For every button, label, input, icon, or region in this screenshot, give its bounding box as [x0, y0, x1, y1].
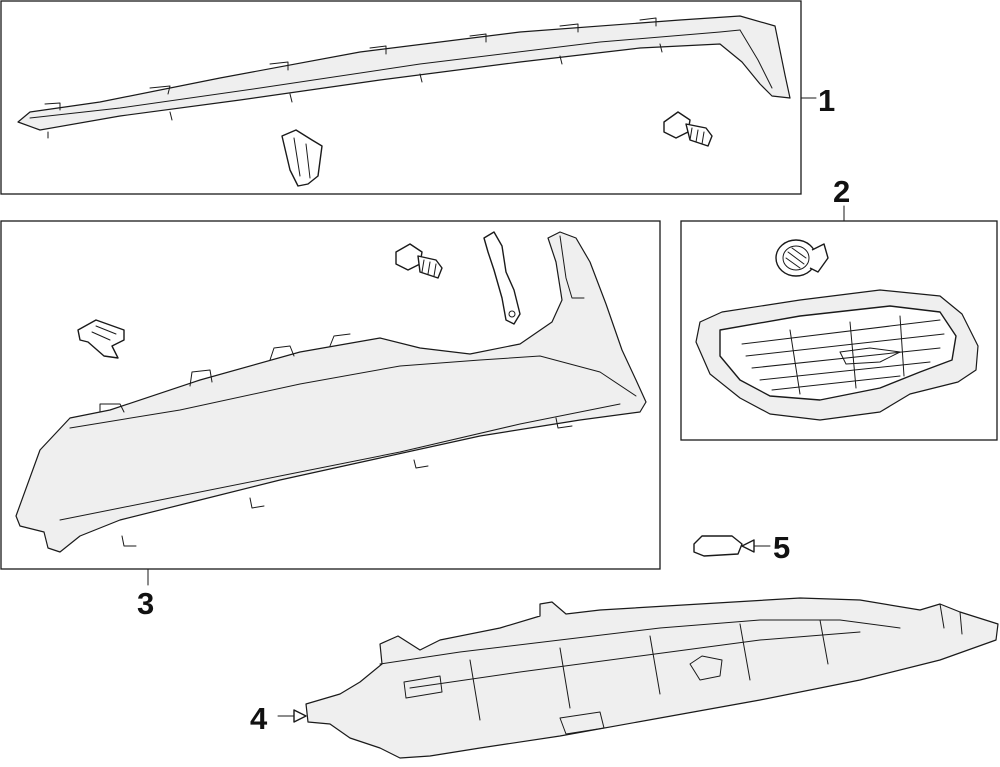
part-2-air-vent	[695, 289, 979, 421]
part-3-screw	[395, 243, 443, 279]
callout-3-label: 3	[137, 586, 154, 621]
part-1-screw	[663, 111, 713, 147]
part-3-clip	[77, 319, 125, 359]
callout-5-label: 5	[773, 530, 790, 565]
callout-1-label: 1	[818, 83, 835, 118]
part-2-group-box	[680, 220, 998, 441]
part-3-group-box	[0, 220, 661, 570]
part-3-bracket	[483, 231, 521, 325]
callout-2-label: 2	[833, 174, 850, 209]
callout-4-label: 4	[250, 701, 268, 736]
callout-4-arrow	[293, 709, 307, 723]
part-3-lower-dash-panel	[15, 231, 647, 553]
part-1-dash-trim-strip	[17, 15, 791, 139]
part-4-under-cover	[305, 597, 999, 759]
part-5-cap	[693, 535, 743, 557]
callout-5-arrow	[741, 539, 755, 553]
part-1-clip	[281, 129, 323, 187]
part-2-vent-knob	[775, 239, 829, 277]
